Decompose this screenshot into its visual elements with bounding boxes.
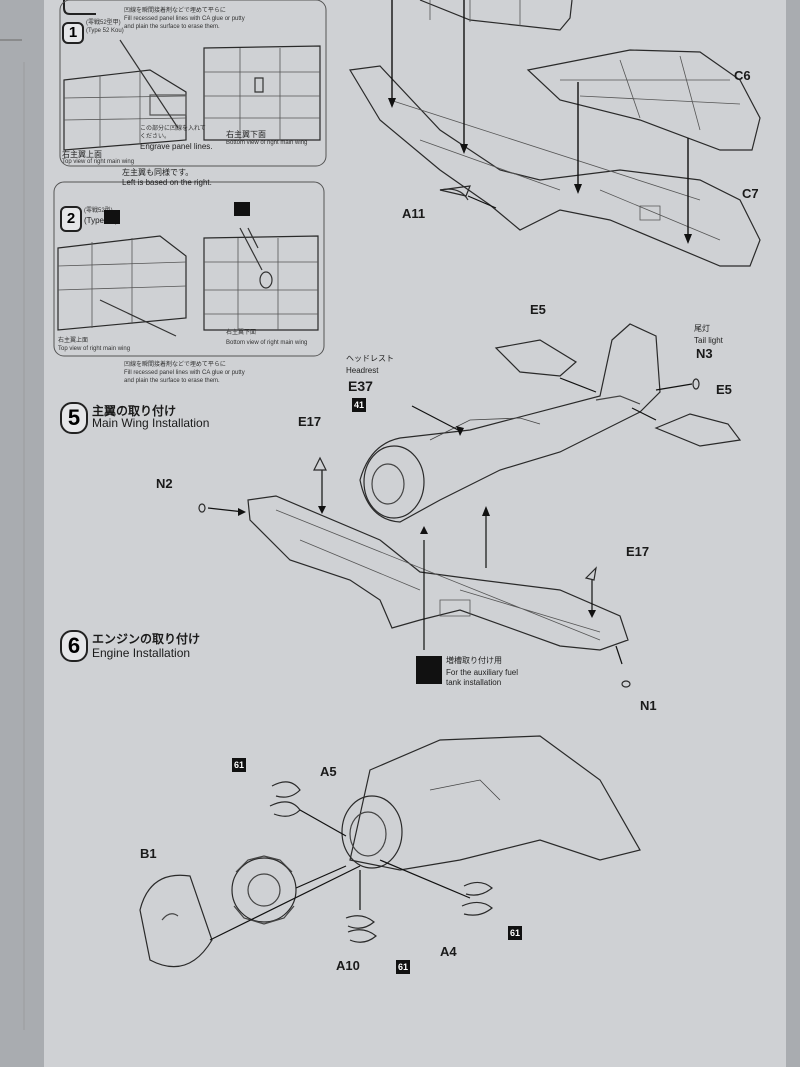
part-label-a5: A5: [320, 764, 337, 779]
headrest-en: Headrest: [346, 366, 379, 375]
option1-marker-icon: [104, 210, 120, 224]
fuel-tank-en2: tank installation: [446, 678, 502, 687]
part-label-n2: N2: [156, 476, 173, 491]
main-wing-drawing: [199, 458, 630, 687]
option1-note-en2: and plain the surface to erase them.: [124, 24, 220, 30]
step6-title-en: Engine Installation: [92, 646, 191, 660]
option1-note-jp: 凹線を瞬間接着剤などで埋めて平らに: [124, 8, 226, 14]
engine-drawing: [140, 736, 640, 967]
fuselage-drawing: [360, 324, 740, 522]
engrave-note-jp1: この部分に凹線を入れて: [140, 126, 206, 132]
part-label-c6: C6: [734, 68, 751, 83]
part-label-n3: N3: [696, 346, 713, 361]
engrave-note-jp2: ください。: [140, 134, 171, 140]
option2-type-en: (Type 52): [84, 216, 118, 225]
option2-badge: 2: [60, 206, 82, 232]
step6-title-jp: エンジンの取り付け: [92, 632, 201, 646]
fuel-tank-en1: For the auxiliary fuel: [446, 668, 519, 677]
step5-number: 5: [60, 402, 88, 434]
part-label-n1: N1: [640, 698, 657, 713]
badge-61-a5: 61: [232, 758, 246, 772]
left-wing-note-jp: 左主翼も同様です。: [122, 168, 194, 177]
option2-marker-icon: [234, 202, 250, 216]
option2-type-jp: (零戦52型): [84, 208, 113, 214]
badge-61-a4: 61: [508, 926, 522, 940]
drill-icon: [416, 656, 442, 684]
option2-wing-drawings: [58, 228, 318, 336]
part-label-e17-right: E17: [626, 544, 650, 559]
option1-wing-drawings: [64, 40, 320, 150]
option2-bottom-view-jp: 右主翼下面: [226, 330, 257, 336]
fuel-tank-jp: 増槽取り付け用: [446, 656, 502, 665]
part-label-a10: A10: [336, 958, 360, 973]
part-label-e37: E37: [348, 378, 373, 394]
option1-bottom-view-en: Bottom view of right main wing: [226, 140, 308, 146]
headrest-jp: ヘッドレスト: [346, 354, 394, 363]
instruction-sheet: [44, 0, 786, 1067]
part-label-b1: B1: [140, 846, 157, 861]
option2-top-view-jp: 右主翼上面: [58, 338, 89, 344]
badge-41: 41: [352, 398, 366, 412]
step6-number: 6: [60, 630, 88, 662]
option2-note-en1: Fill recessed panel lines with CA glue o…: [124, 370, 245, 376]
part-label-a11: A11: [402, 206, 426, 221]
option2-note-jp: 凹線を瞬間接着剤などで埋めて平らに: [124, 362, 226, 368]
option1-type-en: (Type 52 Kou): [86, 28, 124, 34]
part-label-c7: C7: [742, 186, 759, 201]
part-label-e17-top: E17: [298, 414, 322, 429]
part-label-e5-top: E5: [530, 302, 546, 317]
engrave-note-en: Engrave panel lines.: [140, 142, 213, 151]
badge-61-a10: 61: [396, 960, 410, 974]
part-label-a4: A4: [440, 944, 457, 959]
left-wing-note-en: Left is based on the right.: [122, 178, 212, 187]
option1-top-view-jp: 右主翼上面: [62, 150, 102, 159]
option2-bottom-view-en: Bottom view of right main wing: [226, 340, 308, 346]
wing-assembly-top: [350, 0, 760, 266]
option1-bottom-view-jp: 右主翼下面: [226, 130, 266, 139]
step5-title-en: Main Wing Installation: [92, 416, 210, 430]
step5-title-jp: 主翼の取り付け: [92, 404, 177, 418]
option1-badge: 1: [62, 22, 84, 44]
part-label-e5-right: E5: [716, 382, 732, 397]
option2-note-en2: and plain the surface to erase them.: [124, 378, 220, 384]
option1-top-view-en: Top view of right main wing: [62, 159, 135, 165]
tail-light-en: Tail light: [694, 336, 723, 345]
option2-top-view-en: Top view of right main wing: [58, 346, 131, 352]
option1-note-en1: Fill recessed panel lines with CA glue o…: [124, 16, 245, 22]
option1-type-jp: (零戦52型甲): [86, 20, 121, 26]
tail-light-jp: 尾灯: [694, 324, 710, 333]
